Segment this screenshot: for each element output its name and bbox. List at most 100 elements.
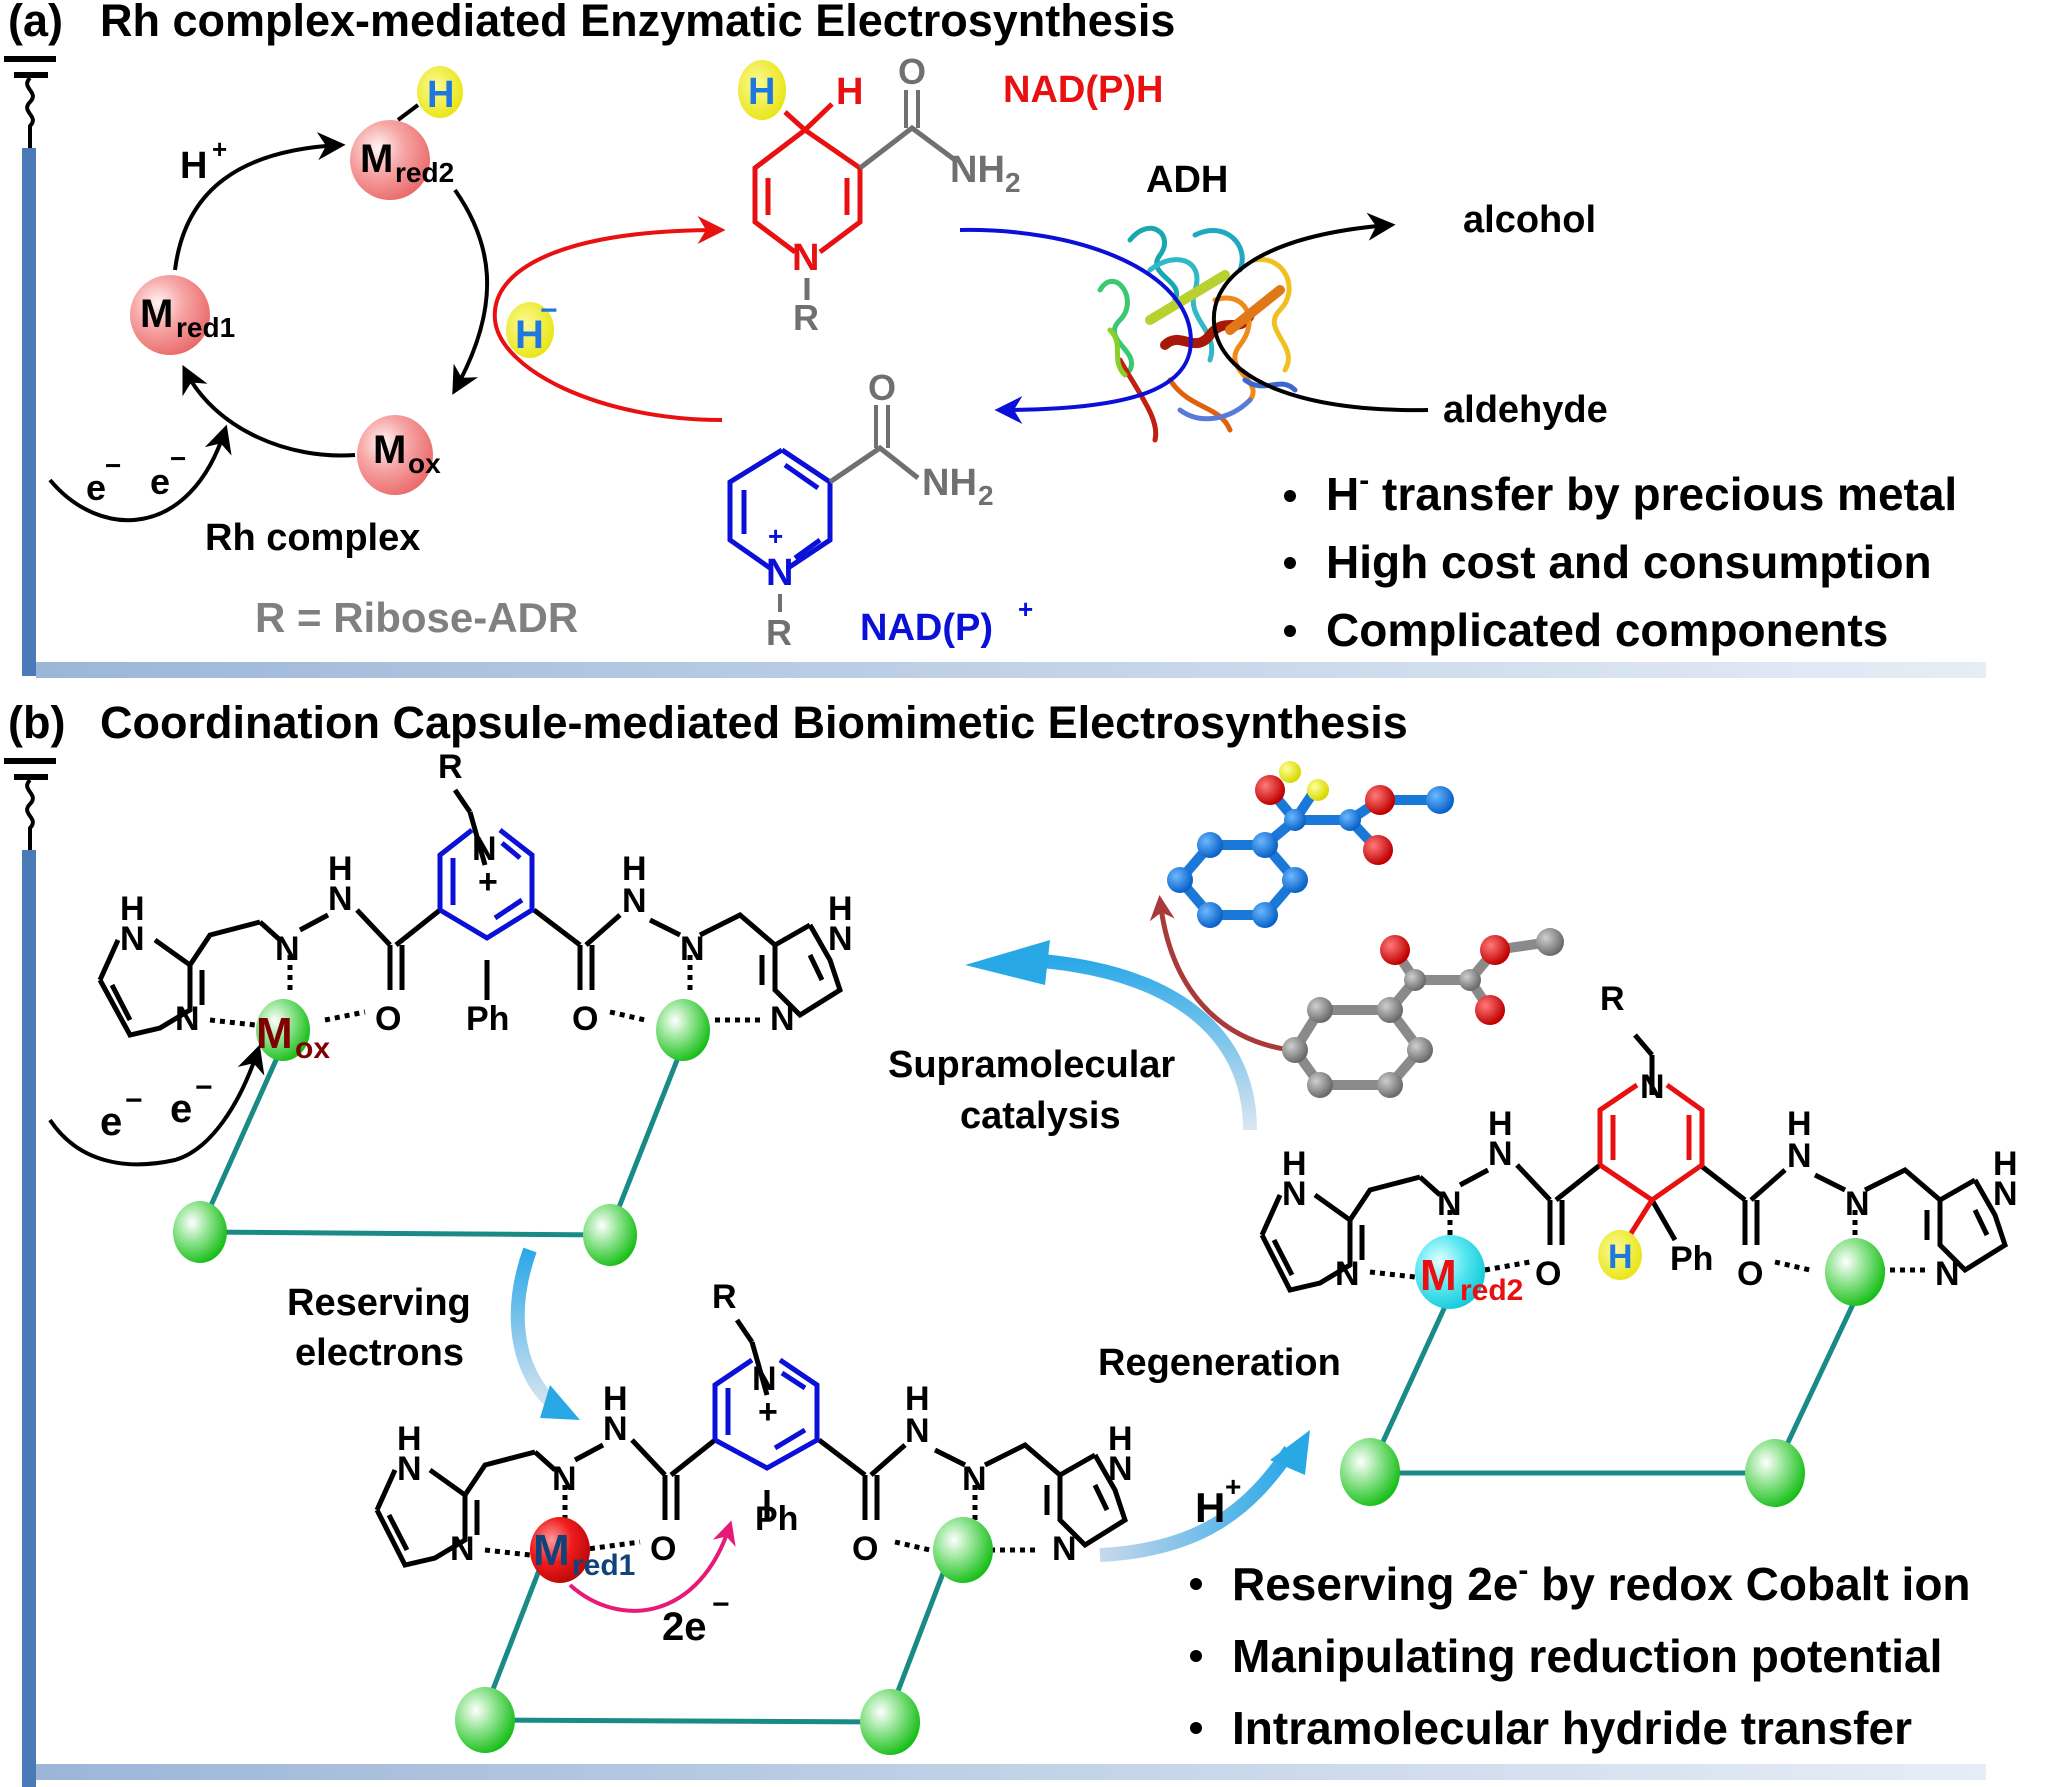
svg-text:N: N <box>1488 1135 1513 1173</box>
svg-text:M: M <box>256 1009 293 1058</box>
substrate-molecule-model <box>1282 928 1564 1098</box>
metal-red2-node: M red2 <box>1415 1235 1523 1309</box>
h-plus-label: H <box>1195 1484 1225 1531</box>
electron-injection-arrow <box>48 1044 265 1167</box>
metal-node <box>583 1204 637 1266</box>
svg-text:+: + <box>1225 1471 1241 1502</box>
svg-text:N: N <box>752 1360 777 1398</box>
svg-text:H- transfer by precious metal: H- transfer by precious metal <box>1326 464 1957 520</box>
svg-text:O: O <box>852 1530 878 1568</box>
panel-b-label: (b) <box>8 697 65 748</box>
electron-injection-arrow <box>48 424 232 523</box>
svg-text:N: N <box>962 1460 987 1498</box>
svg-text:R: R <box>766 612 792 653</box>
metal-node <box>1745 1439 1805 1507</box>
svg-text:N: N <box>792 237 819 279</box>
bullet-item: Intramolecular hydride transfer <box>1190 1702 1912 1754</box>
supramolecular-catalysis: Supramolecular catalysis <box>888 761 1564 1137</box>
svg-text:Reserving: Reserving <box>287 1282 471 1324</box>
metal-node <box>455 1687 515 1753</box>
svg-text:N: N <box>1108 1450 1133 1488</box>
svg-text:N: N <box>450 1530 475 1568</box>
svg-text:red2: red2 <box>1460 1274 1523 1307</box>
svg-text:Intramolecular hydride transf: Intramolecular hydride transfer <box>1232 1702 1912 1754</box>
svg-text:N: N <box>120 920 145 958</box>
nadp-plus-label: NAD(P) <box>860 607 993 649</box>
h-plus-arrow <box>173 132 346 271</box>
svg-text:catalysis: catalysis <box>960 1095 1121 1137</box>
svg-text:N: N <box>1437 1185 1462 1223</box>
svg-text:M: M <box>140 292 173 336</box>
svg-text:−: − <box>125 1084 143 1117</box>
hydride-h-bubble: H <box>396 66 463 122</box>
metal-node <box>656 999 710 1061</box>
oxidation-arrow <box>959 227 1193 424</box>
panel-a-label: (a) <box>8 0 63 46</box>
svg-text:N: N <box>622 882 647 920</box>
metal-red1-node: M red1 <box>530 1517 635 1583</box>
svg-text:Ph: Ph <box>1670 1240 1713 1278</box>
svg-text:H: H <box>397 1420 422 1458</box>
svg-text:−: − <box>540 294 558 327</box>
substrate-to-product-arrow <box>1211 212 1429 413</box>
rh-complex-caption: Rh complex <box>205 517 420 559</box>
reduction-arrow <box>182 364 356 458</box>
panel-a-bullets: H- transfer by precious metal High cost … <box>1284 464 1957 656</box>
svg-text:O: O <box>1737 1255 1763 1293</box>
svg-text:2: 2 <box>1005 167 1021 198</box>
svg-text:H: H <box>1608 1238 1633 1276</box>
svg-text:H: H <box>622 850 647 888</box>
h-plus-label: H <box>180 145 207 187</box>
panel-b-title: Coordination Capsule-mediated Biomimetic… <box>100 697 1408 748</box>
svg-text:+: + <box>478 863 498 901</box>
panel-a-title: Rh complex-mediated Enzymatic Electrosyn… <box>100 0 1175 46</box>
svg-text:red1: red1 <box>572 1549 635 1582</box>
svg-text:+: + <box>212 134 227 164</box>
svg-text:+: + <box>1018 594 1033 624</box>
nadph-label: NAD(P)H <box>1003 69 1163 111</box>
two-electron-transfer-arrow <box>568 1520 736 1613</box>
svg-text:N: N <box>397 1450 422 1488</box>
svg-text:Reserving 2e- by redox Cobalt: Reserving 2e- by redox Cobalt ion <box>1232 1554 1971 1610</box>
svg-text:H: H <box>836 71 863 113</box>
two-electron-label: 2e <box>662 1605 707 1649</box>
svg-text:Complicated components: Complicated components <box>1326 604 1888 656</box>
hydride-bubble <box>1598 1230 1642 1280</box>
svg-text:H: H <box>1282 1145 1307 1183</box>
svg-text:N: N <box>275 930 300 968</box>
svg-text:O: O <box>650 1530 676 1568</box>
svg-text:−: − <box>170 443 186 474</box>
metal-node <box>933 1517 993 1583</box>
electrode-icon <box>4 758 1986 1787</box>
svg-text:H: H <box>1108 1420 1133 1458</box>
metal-node <box>1825 1238 1885 1306</box>
svg-text:H: H <box>748 71 775 113</box>
svg-text:Manipulating reduction potenti: Manipulating reduction potential <box>1232 1630 1942 1682</box>
svg-text:ox: ox <box>408 448 441 479</box>
svg-text:NH: NH <box>922 462 977 504</box>
electron-label: e <box>150 461 170 502</box>
svg-text:N: N <box>1335 1255 1360 1293</box>
svg-text:red1: red1 <box>176 312 235 343</box>
svg-text:N: N <box>472 830 497 868</box>
r-definition: R = Ribose-ADR <box>255 594 578 641</box>
svg-text:−: − <box>712 1588 730 1621</box>
panel-b: (b) Coordination Capsule-mediated Biomim… <box>4 697 2018 1787</box>
bullet-item: Reserving 2e- by redox Cobalt ion <box>1190 1554 1971 1610</box>
adh-label: ADH <box>1146 159 1228 201</box>
svg-text:M: M <box>1420 1251 1457 1300</box>
svg-text:O: O <box>375 1000 401 1038</box>
svg-text:R: R <box>438 748 463 786</box>
bullet-item: High cost and consumption <box>1284 536 1932 588</box>
svg-text:O: O <box>898 51 926 92</box>
alcohol-label: alcohol <box>1463 199 1596 241</box>
regeneration-label: Regeneration <box>1098 1342 1341 1384</box>
svg-text:+: + <box>768 521 783 551</box>
svg-text:H: H <box>905 1380 930 1418</box>
metal-node <box>1340 1438 1400 1506</box>
svg-text:N: N <box>1052 1530 1077 1568</box>
svg-text:−: − <box>105 450 121 481</box>
svg-text:Ph: Ph <box>466 1000 509 1038</box>
svg-text:N: N <box>175 1000 200 1038</box>
